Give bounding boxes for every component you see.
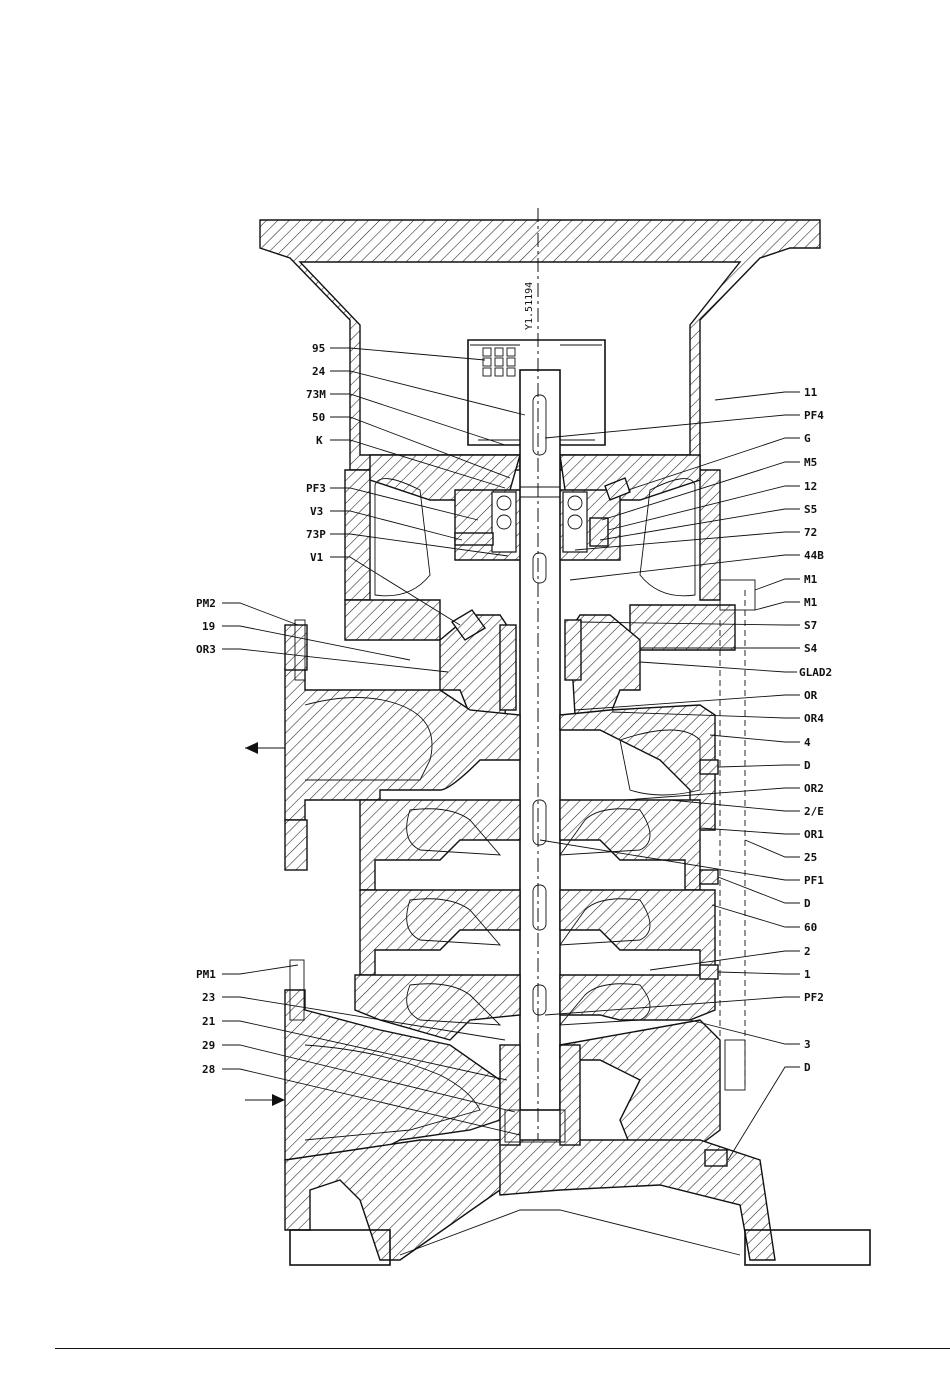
coupling-bolt-grid bbox=[483, 348, 515, 376]
label-s4: S4 bbox=[804, 642, 818, 655]
label-29: 29 bbox=[202, 1039, 215, 1052]
label-m5: M5 bbox=[804, 456, 817, 469]
label-g: G bbox=[804, 432, 811, 445]
label-pm2: PM2 bbox=[196, 597, 216, 610]
label-21: 21 bbox=[202, 1015, 216, 1028]
label-50: 50 bbox=[312, 411, 325, 424]
label-v3: V3 bbox=[310, 505, 323, 518]
label-28: 28 bbox=[202, 1063, 215, 1076]
label-11: 11 bbox=[804, 386, 818, 399]
shaft bbox=[520, 370, 560, 1110]
label-19: 19 bbox=[202, 620, 215, 633]
reference-code: Y1.51194 bbox=[524, 282, 535, 330]
label-73p: 73P bbox=[306, 528, 326, 541]
label-v1: V1 bbox=[310, 551, 324, 564]
label-pf2: PF2 bbox=[804, 991, 824, 1004]
label-pf3: PF3 bbox=[306, 482, 326, 495]
label-d-a: D bbox=[804, 759, 811, 772]
label-12: 12 bbox=[804, 480, 817, 493]
label-or3: OR3 bbox=[196, 643, 216, 656]
label-or2: OR2 bbox=[804, 782, 824, 795]
label-1: 1 bbox=[804, 968, 811, 981]
label-or4: OR4 bbox=[804, 712, 824, 725]
label-72: 72 bbox=[804, 526, 817, 539]
label-2e: 2/E bbox=[804, 805, 824, 818]
label-pf1: PF1 bbox=[804, 874, 824, 887]
label-73m: 73M bbox=[306, 388, 326, 401]
label-pm1: PM1 bbox=[196, 968, 216, 981]
label-d-c: D bbox=[804, 1061, 811, 1074]
label-s7: S7 bbox=[804, 619, 817, 632]
label-m1-a: M1 bbox=[804, 573, 818, 586]
right-labels: 11 PF4 G M5 12 S5 72 44B M1 M1 S7 S4 GLA… bbox=[799, 386, 832, 1074]
label-pf4: PF4 bbox=[804, 409, 824, 422]
label-or: OR bbox=[804, 689, 818, 702]
label-24: 24 bbox=[312, 365, 326, 378]
label-m1-b: M1 bbox=[804, 596, 818, 609]
label-k: K bbox=[316, 434, 323, 447]
label-3: 3 bbox=[804, 1038, 811, 1051]
label-or1: OR1 bbox=[804, 828, 824, 841]
label-60: 60 bbox=[804, 921, 817, 934]
label-95: 95 bbox=[312, 342, 325, 355]
label-25: 25 bbox=[804, 851, 817, 864]
footer-rule bbox=[55, 1348, 950, 1349]
label-2: 2 bbox=[804, 945, 811, 958]
label-glad2: GLAD2 bbox=[799, 666, 832, 679]
label-44b: 44B bbox=[804, 549, 824, 562]
label-4: 4 bbox=[804, 736, 811, 749]
label-d-b: D bbox=[804, 897, 811, 910]
label-23: 23 bbox=[202, 991, 215, 1004]
label-s5: S5 bbox=[804, 503, 817, 516]
